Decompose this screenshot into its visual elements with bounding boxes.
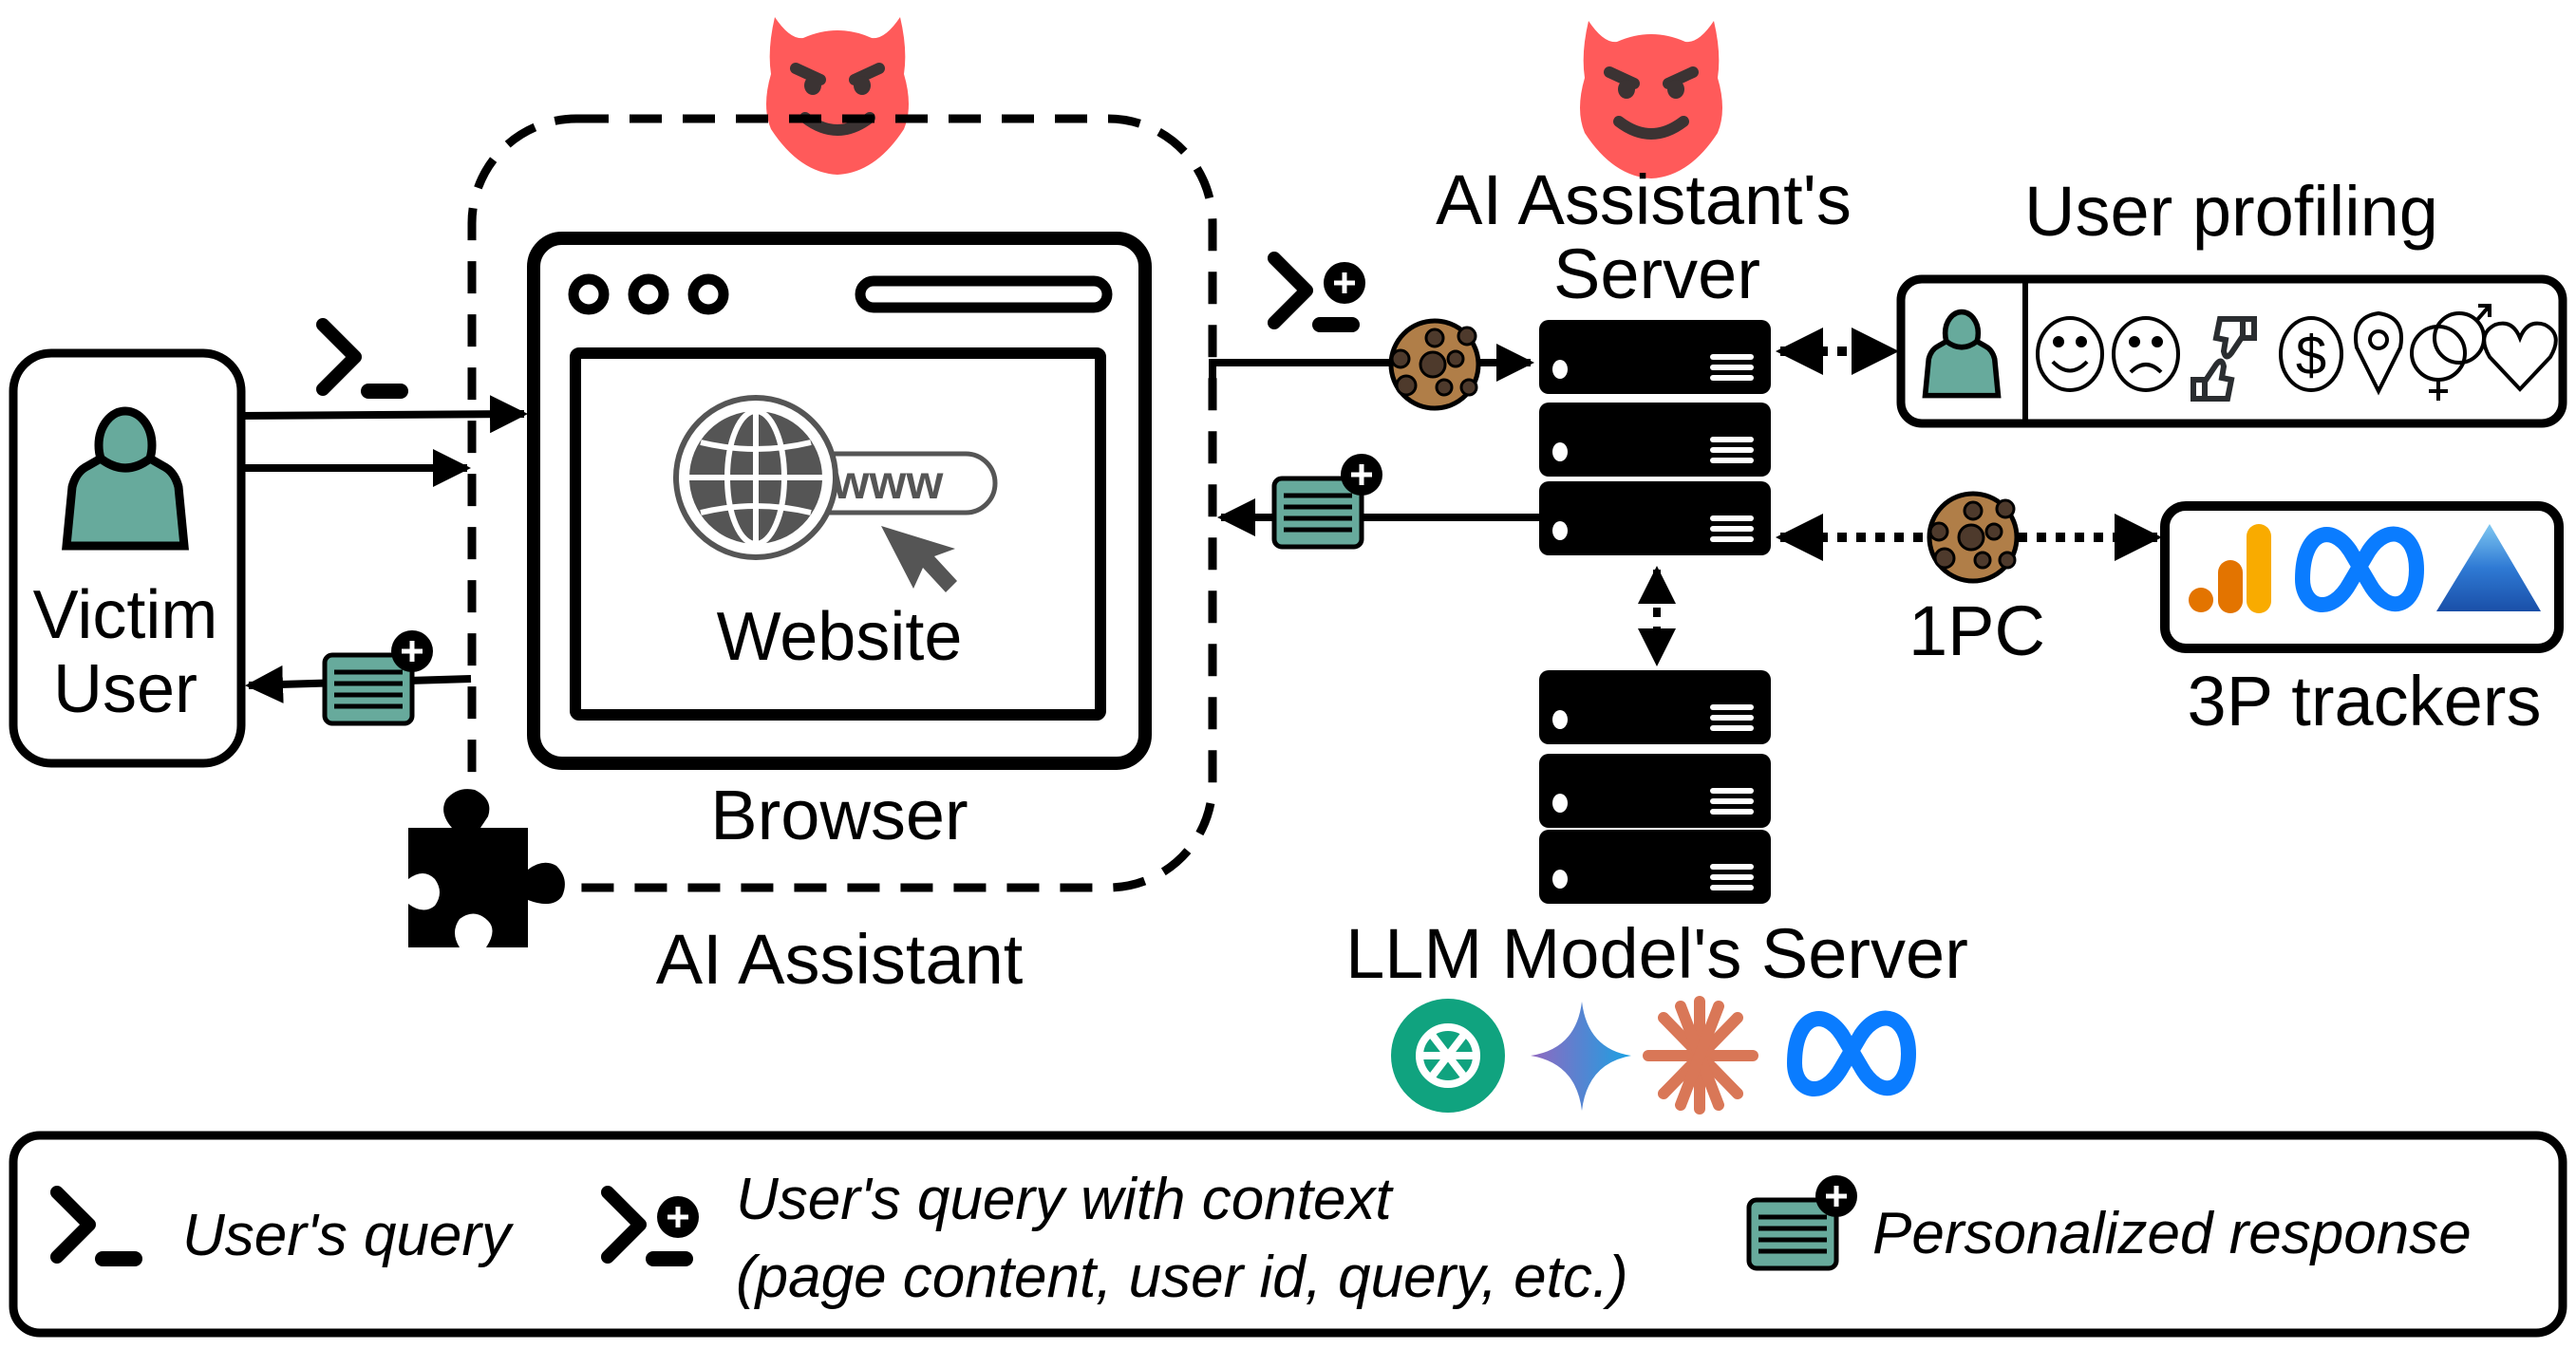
heart-icon	[2482, 321, 2558, 392]
google-analytics-icon	[2189, 524, 2271, 613]
gemini-icon	[1531, 1002, 1631, 1111]
openai-icon	[1391, 999, 1505, 1113]
address-bar	[855, 275, 1113, 313]
user-profiling-box: $	[1896, 274, 2567, 428]
assistant-server-label-line1: AI Assistant's	[1436, 160, 1852, 239]
website-label: Website	[717, 599, 963, 675]
legend-context-label-line2: (page content, user id, query, etc.)	[736, 1245, 1628, 1310]
personalized-response-icon	[1274, 454, 1382, 547]
browser-window: www Website	[527, 232, 1152, 770]
happy-face-icon	[2036, 316, 2104, 392]
globe-www-icon: www	[673, 395, 998, 592]
location-pin-icon	[2354, 310, 2403, 396]
svg-text:$: $	[2296, 325, 2326, 386]
third-party-trackers-label: 3P trackers	[2188, 662, 2542, 740]
legend-context-label-line1: User's query with context	[736, 1167, 1394, 1232]
victim-user-box: Victim User	[9, 348, 246, 768]
victim-label-line2: User	[53, 651, 197, 727]
legend-query-label: User's query	[182, 1203, 515, 1268]
dollar-icon: $	[2279, 316, 2343, 392]
legend-response-label: Personalized response	[1872, 1201, 2472, 1266]
context-plus-icon	[1324, 262, 1365, 304]
cookie-icon	[1391, 321, 1478, 408]
context-query-arrow	[1209, 344, 1534, 382]
claude-icon	[1643, 996, 1758, 1115]
llm-provider-logos	[1391, 996, 1908, 1115]
legend-box: User's query User's query with context (…	[9, 1131, 2567, 1338]
first-party-cookie-icon	[1929, 494, 2017, 581]
user-profiling-label: User profiling	[2024, 172, 2438, 251]
query-arrow-to-browser	[240, 395, 528, 434]
ai-assistant-boundary	[467, 114, 1217, 892]
llm-model-server	[1539, 670, 1771, 904]
assistant-server-label-line2: Server	[1553, 234, 1760, 313]
window-dot-icon	[687, 273, 729, 315]
malicious-devil-icon-assistant	[766, 17, 909, 175]
legend-plus-icon	[657, 1196, 699, 1238]
llm-server-label: LLM Model's Server	[1345, 914, 1968, 993]
window-dot-icon	[628, 273, 669, 315]
sad-face-icon	[2112, 316, 2180, 392]
thumbs-up-down-icon	[2191, 316, 2257, 402]
third-party-trackers-box	[2160, 501, 2564, 653]
victim-label-line1: Victim	[33, 577, 218, 653]
svg-text:www: www	[832, 456, 944, 509]
window-dot-icon	[568, 273, 610, 315]
azure-icon	[2436, 524, 2541, 611]
browser-label: Browser	[710, 776, 968, 854]
first-party-cookie-label: 1PC	[1908, 591, 2045, 670]
query-prompt-icon	[323, 325, 401, 391]
malicious-devil-icon-server	[1580, 21, 1722, 178]
ai-assistant-server	[1539, 320, 1771, 555]
extension-puzzle-icon	[408, 789, 565, 947]
meta-llama-icon	[1795, 1019, 1908, 1089]
ai-assistant-label: AI Assistant	[656, 920, 1024, 999]
